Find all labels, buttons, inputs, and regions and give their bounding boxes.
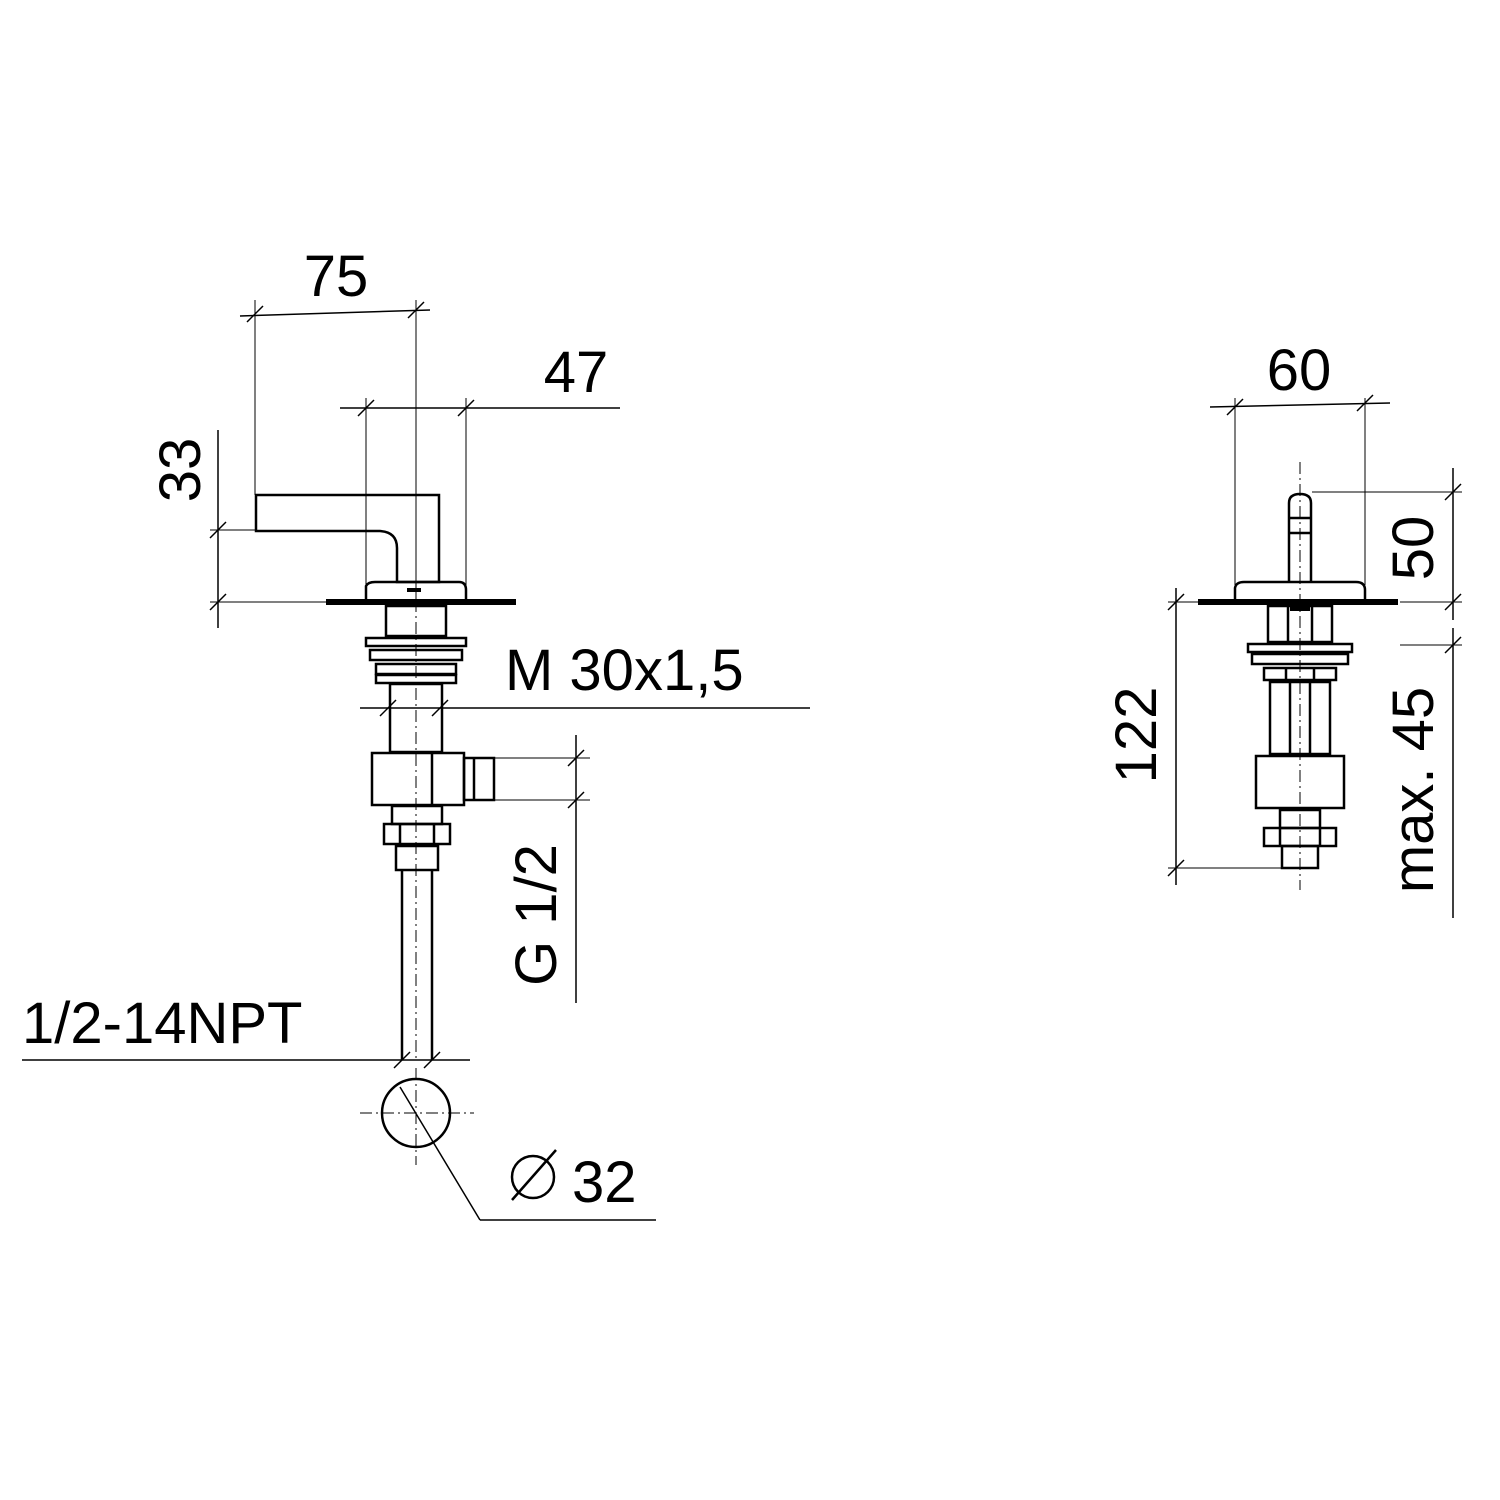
lever-handle bbox=[254, 493, 441, 584]
dim-75: 75 bbox=[239, 244, 431, 605]
rosette bbox=[364, 580, 468, 600]
dim-60-label: 60 bbox=[1267, 338, 1332, 403]
side-stem-mark bbox=[1290, 605, 1310, 611]
dim-122-label: 122 bbox=[1104, 687, 1169, 784]
dim-47-label: 47 bbox=[544, 340, 609, 405]
dim-75-label: 75 bbox=[304, 244, 369, 309]
dim-g12: G 1/2 bbox=[494, 735, 590, 1003]
hole-diameter-label: 32 bbox=[572, 1150, 637, 1215]
rosette-mark bbox=[407, 588, 421, 592]
supply-tube bbox=[400, 870, 434, 1060]
thread-g12-label: G 1/2 bbox=[504, 844, 569, 986]
dim-47: 47 bbox=[340, 340, 620, 585]
dim-60: 60 bbox=[1209, 338, 1391, 585]
side-view: 60 50 bbox=[1104, 338, 1462, 918]
dim-122: 122 bbox=[1104, 588, 1284, 885]
front-view: 75 47 33 bbox=[22, 244, 810, 1221]
dim-50-label: 50 bbox=[1381, 516, 1446, 581]
dim-m30: M 30x1,5 bbox=[360, 638, 810, 717]
thread-m30-label: M 30x1,5 bbox=[505, 638, 744, 703]
side-deck-plate bbox=[1198, 599, 1398, 605]
dim-33: 33 bbox=[148, 430, 330, 628]
valve-body bbox=[364, 604, 496, 872]
dim-33-label: 33 bbox=[148, 438, 213, 503]
dim-max45: max. 45 bbox=[1381, 628, 1462, 918]
deck-plate bbox=[326, 599, 516, 605]
dim-hole: 32 bbox=[360, 1068, 656, 1221]
diameter-icon bbox=[510, 1149, 557, 1201]
dim-50: 50 bbox=[1312, 468, 1462, 620]
thread-npt-label: 1/2-14NPT bbox=[22, 991, 302, 1056]
dim-npt: 1/2-14NPT bbox=[22, 991, 470, 1069]
dim-max45-label: max. 45 bbox=[1381, 687, 1446, 893]
